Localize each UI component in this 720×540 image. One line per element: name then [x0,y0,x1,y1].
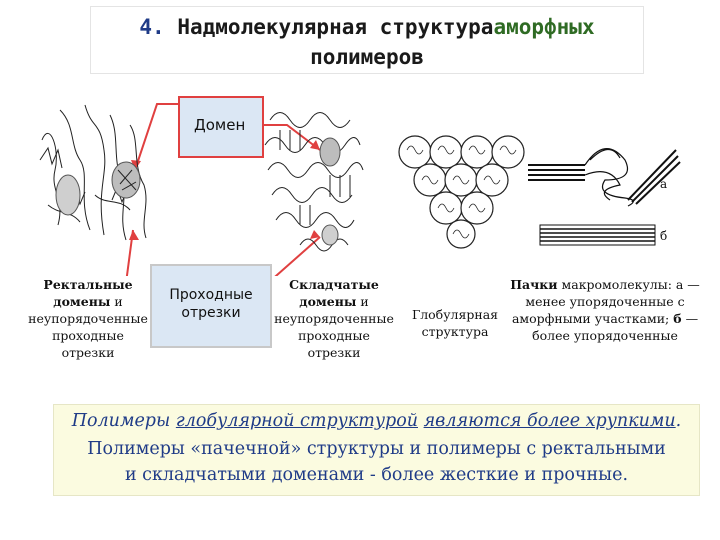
caption-bundles: Пачки макромолекулы: а — менее упорядоче… [508,276,702,344]
summary-line3: и складчатыми доменами - более жесткие и… [124,465,629,485]
domain-label: Домен [194,116,246,134]
domain-arrow-left [134,103,180,171]
caption-bundles-rest2: — более упорядоченные [532,311,699,343]
title-main: Надмолекулярная структура [177,15,494,39]
summary-line1-d: . [675,411,682,431]
summary-line1-b: глобулярной структурой [175,411,418,431]
label-a: а [660,177,667,191]
domain-label-box: Домен [178,96,264,158]
caption-bundles-bold: Пачки [510,277,558,292]
caption-globular: Глобулярная структура [410,306,500,340]
caption-folded-bold: Складчатые домены [289,277,379,309]
summary-line1: Полимеры глобулярной структурой являются… [54,411,699,431]
caption-folded-domains: Складчатые домены и неупорядоченные прох… [272,276,396,361]
caption-rectal-bold: Ректальные домены [43,277,133,309]
rectal-domains-drawing [39,104,147,241]
passing-segments-box: Проходные отрезки [150,264,272,348]
page-title-line1: 4. Надмолекулярная структурааморфных [91,15,643,39]
summary-line2: Полимеры «пачечной» структуры и полимеры… [87,439,666,459]
title-box: 4. Надмолекулярная структурааморфных пол… [90,6,644,74]
summary-line1-c: являются более хрупкими [423,411,676,431]
caption-rectal-rest: и неупорядоченные проходные отрезки [28,294,148,360]
caption-bundles-bold2: б [673,311,682,326]
summary-box: Полимеры глобулярной структурой являются… [53,404,700,496]
title-highlight: аморфных [493,15,595,39]
caption-rectal-domains: Ректальные домены и неупорядоченные прох… [26,276,150,361]
bundles-drawing [527,127,681,246]
page-title-line2: полимеров [310,45,424,69]
label-b: б [660,229,667,243]
globular-drawing [398,135,525,249]
summary-line1-a: Полимеры [71,411,171,431]
folded-domains-drawing [264,112,364,252]
passing-arrow-right [267,236,321,284]
polymer-illustrations: а б [39,103,681,284]
title-number: 4. [139,15,165,39]
domain-arrow-right [258,124,321,151]
caption-folded-rest: и неупорядоченные проходные отрезки [274,294,394,360]
passing-segments-label: Проходные отрезки [169,287,253,321]
caption-bundles-rest1: макромолекулы: а — менее упорядоченные с… [511,277,700,326]
